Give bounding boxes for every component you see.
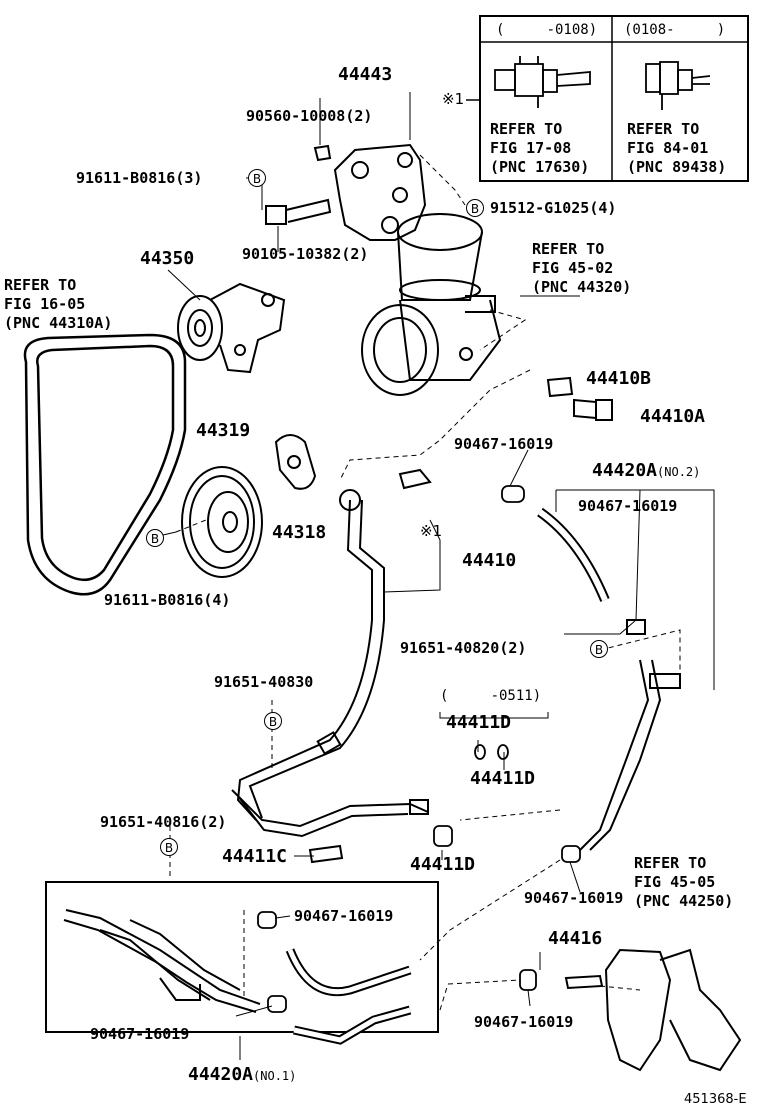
- v-belt: [23, 333, 187, 596]
- part-90560-10008: 90560-10008(2): [246, 107, 373, 125]
- hub-plate: [274, 434, 317, 490]
- b-marker: B: [146, 529, 164, 547]
- solid-leaders: [149, 177, 715, 1060]
- inset-table: [466, 15, 749, 182]
- pressure-hose: [236, 468, 432, 821]
- inset-col2-note: REFER TO FIG 84-01 (PNC 89438): [627, 120, 727, 176]
- part-91651-40820: 91651-40820(2): [400, 639, 527, 657]
- b-marker: B: [160, 838, 178, 856]
- part-91611-b0816-4: 91611-B0816(4): [104, 591, 231, 609]
- part-90467-16019-a: 90467-16019: [454, 435, 554, 453]
- part-0511-range: ( -0511): [440, 688, 542, 704]
- return-pipe: [231, 789, 429, 838]
- part-91651-40830: 91651-40830: [214, 673, 314, 691]
- b-marker: B: [264, 712, 282, 730]
- part-44410a: 44410A: [640, 406, 706, 427]
- part-44319: 44319: [196, 420, 251, 441]
- part-44411d-a: 44411D: [446, 712, 512, 733]
- part-90467-16019-f: 90467-16019: [90, 1025, 190, 1043]
- b-marker: B: [248, 169, 266, 187]
- part-90105-10382: 90105-10382(2): [242, 245, 369, 263]
- part-44420a-no2: 44420A(NO.2): [592, 460, 701, 481]
- cooler-box: [45, 881, 439, 1045]
- bolt: [265, 198, 332, 225]
- figure-id: 451368-E: [684, 1092, 747, 1107]
- dashed-leaders: [169, 154, 681, 1011]
- hose-clamps: [257, 485, 581, 1013]
- note-fig-45-05: REFER TO FIG 45-05 (PNC 44250): [634, 854, 734, 910]
- note-fig-16-05: REFER TO FIG 16-05 (PNC 44310A): [4, 276, 113, 332]
- part-44411d-b: 44411D: [470, 768, 536, 789]
- inset-col2-header: (0108- ): [624, 22, 726, 38]
- part-44410: 44410: [462, 550, 517, 571]
- pressure-switch-early: [494, 56, 591, 108]
- pump-bracket: [313, 143, 427, 241]
- part-44410b: 44410B: [586, 368, 652, 389]
- part-44350: 44350: [140, 248, 195, 269]
- part-44416: 44416: [548, 928, 603, 949]
- part-44411d-c: 44411D: [410, 854, 476, 875]
- part-91512-g1025: 91512-G1025(4): [490, 199, 617, 217]
- part-91611-b0816-3: 91611-B0816(3): [76, 169, 203, 187]
- b-marker: B: [466, 199, 484, 217]
- b-marker: B: [590, 640, 608, 658]
- inset-col1-note: REFER TO FIG 17-08 (PNC 17630): [490, 120, 590, 176]
- part-90467-16019-d: 90467-16019: [294, 907, 394, 925]
- part-44420a-no1: 44420A(NO.1): [188, 1064, 297, 1085]
- part-44411c: 44411C: [222, 846, 288, 867]
- crank-pulley: [181, 466, 263, 578]
- power-steering-pump: [361, 213, 502, 396]
- part-91651-40816: 91651-40816(2): [100, 813, 227, 831]
- idler-pulley: [177, 282, 286, 374]
- part-90467-16019-b: 90467-16019: [578, 497, 678, 515]
- part-44318: 44318: [272, 522, 327, 543]
- note-fig-45-02: REFER TO FIG 45-02 (PNC 44320): [532, 240, 632, 296]
- part-90467-16019-e: 90467-16019: [474, 1013, 574, 1031]
- part-44443: 44443: [338, 64, 393, 85]
- inset-ref-mark: ※1: [442, 90, 465, 108]
- pressure-switch-late: [645, 61, 711, 110]
- part-90467-16019-c: 90467-16019: [524, 889, 624, 907]
- part-44410-ref: ※1: [420, 522, 443, 540]
- inset-col1-header: ( -0108): [496, 22, 598, 38]
- return-hose-no2: [537, 507, 681, 851]
- steering-gear: [604, 948, 742, 1072]
